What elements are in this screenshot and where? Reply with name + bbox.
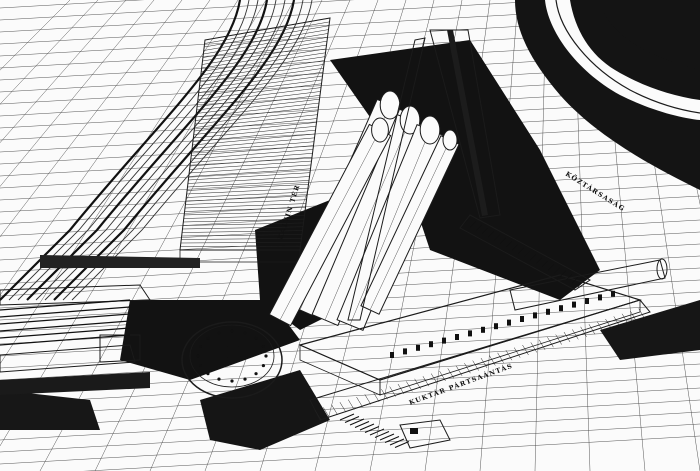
right-platform-tubes	[459, 214, 668, 311]
curved-road-lanes	[0, 0, 313, 301]
left-platforms	[0, 255, 200, 395]
escalator-block	[179, 17, 331, 263]
rotunda	[181, 321, 283, 399]
ventilation-shafts	[347, 29, 501, 321]
roundabout	[515, 0, 700, 190]
station-hall	[298, 274, 651, 421]
stairs	[339, 413, 451, 449]
